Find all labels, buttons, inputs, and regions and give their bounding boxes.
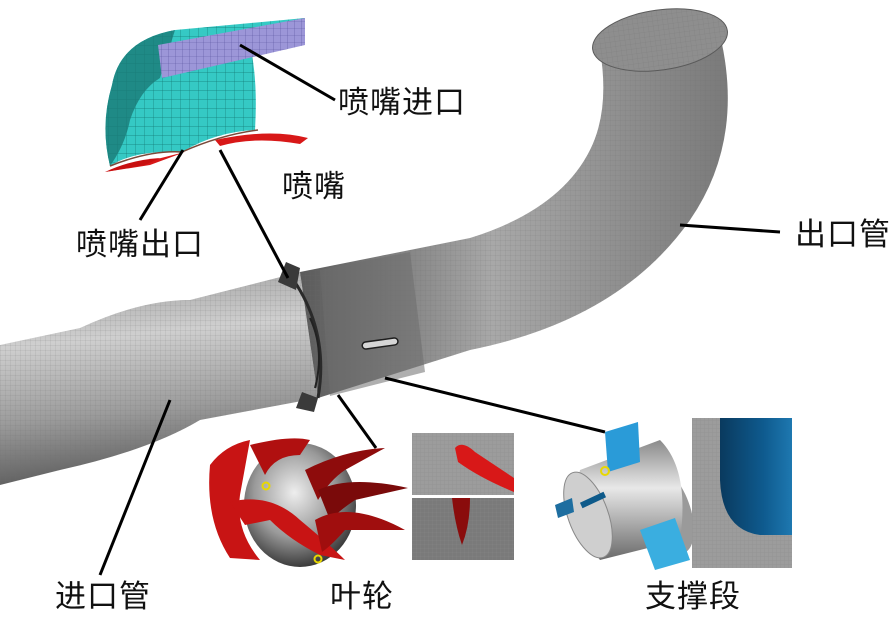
leader-lines [98,43,781,576]
pipe-assembly [0,8,728,485]
impeller-blade [230,499,345,560]
leader-nozzle [218,149,290,279]
impeller-blade [209,440,260,560]
leader-nozzle-inlet [239,43,336,102]
label-impeller: 叶轮 [330,579,394,615]
support-slot-detail [579,491,607,509]
label-nozzle-inlet: 喷嘴进口 [338,85,466,121]
impeller-blade [250,438,310,475]
support-inset [555,418,792,570]
impeller-marker [313,554,323,564]
support-marker [600,466,610,476]
support-slot [361,337,399,350]
impeller-inset [209,433,514,567]
nozzle-inset [105,18,308,172]
impeller-marker [261,481,271,491]
label-nozzle-outlet: 喷嘴出口 [76,227,204,263]
leader-support [384,376,606,434]
impeller-blade [315,512,405,552]
leader-impeller [336,394,378,449]
leader-inlet-pipe [98,399,172,576]
leader-outlet-pipe [679,223,781,234]
support-strut-back [555,498,574,518]
leader-nozzle-outlet [138,149,185,221]
label-inlet-pipe: 进口管 [55,579,151,615]
label-support-section: 支撑段 [645,579,741,615]
label-outlet-pipe: 出口管 [795,217,891,253]
support-strut-bottom [640,518,690,570]
label-nozzle: 喷嘴 [282,169,346,205]
impeller-blade [318,481,408,520]
impeller-blade [305,448,385,500]
support-strut-top [605,422,640,472]
